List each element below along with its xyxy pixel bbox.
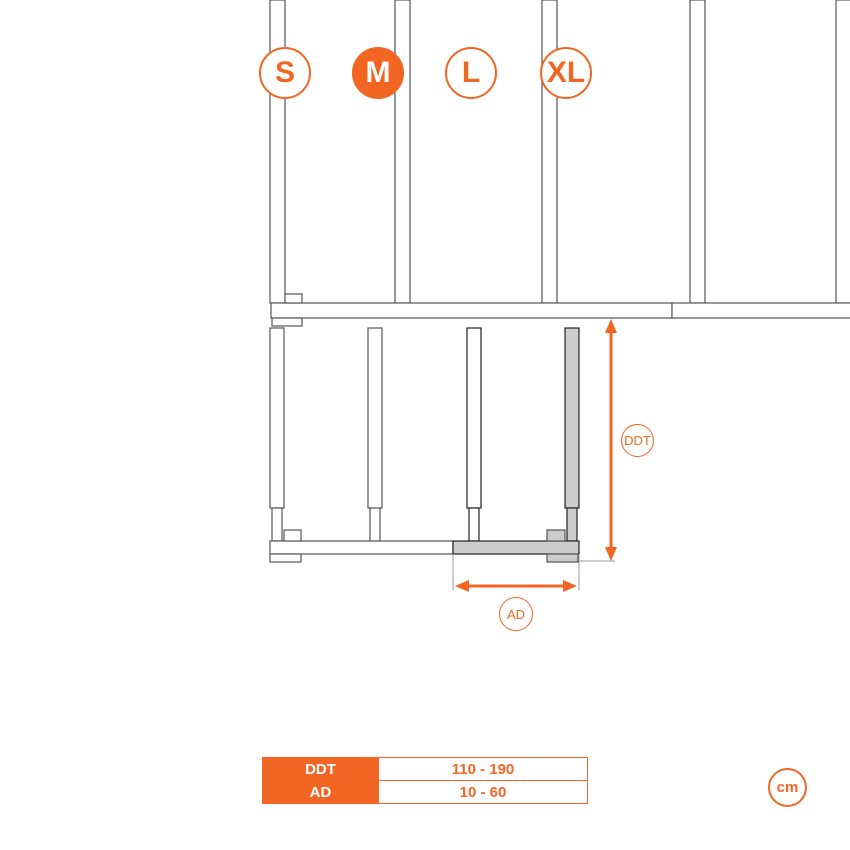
lower-posts bbox=[269, 327, 580, 542]
top-beam-extension bbox=[671, 302, 850, 319]
size-m-button[interactable]: M bbox=[352, 47, 404, 99]
ddt-arrow bbox=[605, 319, 617, 561]
size-xl-button[interactable]: XL bbox=[540, 47, 592, 99]
row-key: DDT bbox=[262, 757, 379, 781]
size-s-button[interactable]: S bbox=[259, 47, 311, 99]
unit-badge: cm bbox=[768, 768, 807, 807]
bottom-beam-extension bbox=[452, 540, 580, 555]
ad-label: AD bbox=[499, 597, 533, 631]
bottom-beam bbox=[269, 540, 454, 555]
ddt-label: DDT bbox=[621, 424, 654, 457]
row-value: 110 - 190 bbox=[378, 757, 588, 781]
row-value: 10 - 60 bbox=[378, 780, 588, 804]
upper-posts bbox=[269, 0, 850, 304]
top-beam bbox=[270, 302, 673, 319]
row-key: AD bbox=[262, 780, 379, 804]
ad-arrow bbox=[455, 580, 577, 592]
size-l-button[interactable]: L bbox=[445, 47, 497, 99]
